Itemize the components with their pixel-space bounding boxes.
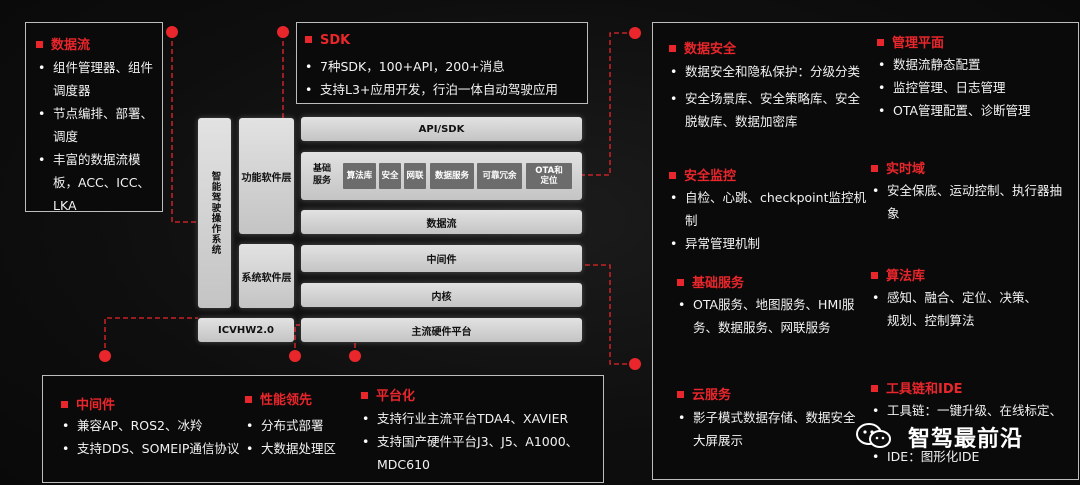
- management-plane-title: 管理平面: [877, 32, 944, 51]
- square-bullet-icon: [669, 45, 676, 52]
- dataflow-title: 数据流: [36, 34, 90, 53]
- data-security-list: 数据安全和隐私保护：分级分类 安全场景库、安全策略库、安全脱敏库、数据加密库: [667, 60, 867, 133]
- cloud-services-title: 云服务: [677, 384, 731, 403]
- list-item: 丰富的数据流模板，ACC、ICC、LKA: [35, 148, 159, 217]
- function-software-layer: 功能软件层: [239, 118, 294, 234]
- square-bullet-icon: [61, 401, 68, 408]
- algorithm-library-title: 算法库: [871, 265, 925, 284]
- list-item: 数据流静态配置: [875, 53, 1075, 76]
- list-item: 分布式部署: [243, 414, 363, 437]
- list-item: 监控管理、日志管理: [875, 76, 1075, 99]
- platform-title: 平台化: [361, 385, 415, 404]
- dataflow-panel: 数据流 组件管理器、组件调度器 节点编排、部署、调度 丰富的数据流模板，ACC、…: [25, 22, 163, 213]
- security-monitor-list: 自检、心跳、checkpoint监控机制 异常管理机制: [667, 186, 867, 255]
- list-item: 安全场景库、安全策略库、安全脱敏库、数据加密库: [667, 87, 867, 133]
- management-plane-list: 数据流静态配置 监控管理、日志管理 OTA管理配置、诊断管理: [875, 53, 1075, 122]
- basic-services-list: OTA服务、地图服务、HMI服务、数据服务、网联服务: [675, 293, 855, 339]
- sdk-panel: SDK 7种SDK，100+API，200+消息 支持L3+应用开发，行泊一体自…: [296, 22, 588, 104]
- list-item: 兼容AP、ROS2、冰羚: [59, 414, 269, 437]
- chip-algorithm-library: 算法库: [343, 163, 376, 189]
- dataflow-list: 组件管理器、组件调度器 节点编排、部署、调度 丰富的数据流模板，ACC、ICC、…: [35, 56, 159, 217]
- list-item: 支持DDS、SOMEIP通信协议: [59, 437, 269, 460]
- algorithm-library-list: 感知、融合、定位、决策、规划、控制算法: [869, 286, 1044, 332]
- square-bullet-icon: [677, 279, 684, 286]
- basic-services-bar: 基础服务 算法库 安全 网联 数据服务 可靠冗余 OTA和定位: [301, 152, 582, 200]
- toolchain-ide-title: 工具链和IDE: [871, 378, 963, 397]
- system-software-layer: 系统软件层: [239, 244, 294, 308]
- realtime-domain-title: 实时域: [871, 158, 925, 177]
- basic-services-title: 基础服务: [677, 272, 744, 291]
- cloud-services-list: 影子模式数据存储、数据安全大屏展示: [675, 406, 860, 452]
- list-item: 异常管理机制: [667, 232, 867, 255]
- square-bullet-icon: [361, 392, 368, 399]
- chip-security: 安全: [379, 163, 401, 189]
- list-item: OTA管理配置、诊断管理: [875, 99, 1075, 122]
- basic-services-label: 基础服务: [312, 164, 331, 186]
- square-bullet-icon: [305, 36, 312, 43]
- list-item: 安全保底、运动控制、执行器抽象: [869, 179, 1069, 225]
- icvhw-label: ICVHW2.0: [198, 318, 294, 342]
- list-item: 大数据处理区: [243, 437, 363, 460]
- square-bullet-icon: [871, 272, 878, 279]
- square-bullet-icon: [245, 396, 252, 403]
- dataflow-bar: 数据流: [301, 210, 582, 234]
- watermark: 智驾最前沿: [856, 420, 1052, 452]
- middleware-list: 兼容AP、ROS2、冰羚 支持DDS、SOMEIP通信协议: [59, 414, 269, 460]
- toolchain-ide-list: 工具链：一键升级、在线标定、 IDE：图形化IDE: [869, 399, 1078, 468]
- bottom-panel: 中间件 兼容AP、ROS2、冰羚 支持DDS、SOMEIP通信协议 性能领先 分…: [42, 375, 604, 483]
- square-bullet-icon: [877, 39, 884, 46]
- list-item: 支持L3+应用开发，行泊一体自动驾驶应用: [302, 78, 587, 101]
- square-bullet-icon: [36, 41, 43, 48]
- list-item: 支持国产硬件平台J3、J5、A1000、MDC610: [359, 430, 595, 476]
- square-bullet-icon: [871, 165, 878, 172]
- list-item: 自检、心跳、checkpoint监控机制: [667, 186, 867, 232]
- right-panel: 数据安全 数据安全和隐私保护：分级分类 安全场景库、安全策略库、安全脱敏库、数据…: [652, 22, 1079, 480]
- list-item: 感知、融合、定位、决策、规划、控制算法: [869, 286, 1044, 332]
- sdk-list: 7种SDK，100+API，200+消息 支持L3+应用开发，行泊一体自动驾驶应…: [302, 55, 587, 101]
- realtime-domain-list: 安全保底、运动控制、执行器抽象: [869, 179, 1069, 225]
- wechat-icon: [856, 423, 891, 448]
- list-item: OTA服务、地图服务、HMI服务、数据服务、网联服务: [675, 293, 855, 339]
- square-bullet-icon: [677, 391, 684, 398]
- square-bullet-icon: [871, 385, 878, 392]
- watermark-text: 智驾最前沿: [908, 427, 1024, 452]
- list-item: 影子模式数据存储、数据安全大屏展示: [675, 406, 860, 452]
- list-item: 数据安全和隐私保护：分级分类: [667, 60, 867, 83]
- middleware-title: 中间件: [61, 394, 115, 413]
- list-item: IDE：图形化IDE: [869, 445, 1078, 468]
- api-sdk-bar: API/SDK: [301, 117, 582, 141]
- list-item: 7种SDK，100+API，200+消息: [302, 55, 587, 78]
- performance-list: 分布式部署 大数据处理区: [243, 414, 363, 460]
- list-item: 节点编排、部署、调度: [35, 102, 159, 148]
- performance-title: 性能领先: [245, 389, 312, 408]
- chip-data-services: 数据服务: [430, 163, 474, 189]
- middleware-bar: 中间件: [301, 245, 582, 272]
- os-box: 智能驾驶操作系统: [198, 118, 231, 308]
- security-monitor-title: 安全监控: [669, 165, 736, 184]
- list-item: 工具链：一键升级、在线标定、: [869, 399, 1078, 422]
- chip-connectivity: 网联: [404, 163, 426, 189]
- data-security-title: 数据安全: [669, 38, 736, 57]
- hardware-platform-bar: 主流硬件平台: [301, 318, 582, 342]
- square-bullet-icon: [669, 172, 676, 179]
- platform-list: 支持行业主流平台TDA4、XAVIER 支持国产硬件平台J3、J5、A1000、…: [359, 407, 595, 476]
- chip-redundancy: 可靠冗余: [477, 163, 522, 189]
- list-item: 组件管理器、组件调度器: [35, 56, 159, 102]
- list-item: 支持行业主流平台TDA4、XAVIER: [359, 407, 595, 430]
- chip-ota-positioning: OTA和定位: [526, 163, 572, 189]
- kernel-bar: 内核: [301, 283, 582, 307]
- sdk-title: SDK: [305, 33, 350, 48]
